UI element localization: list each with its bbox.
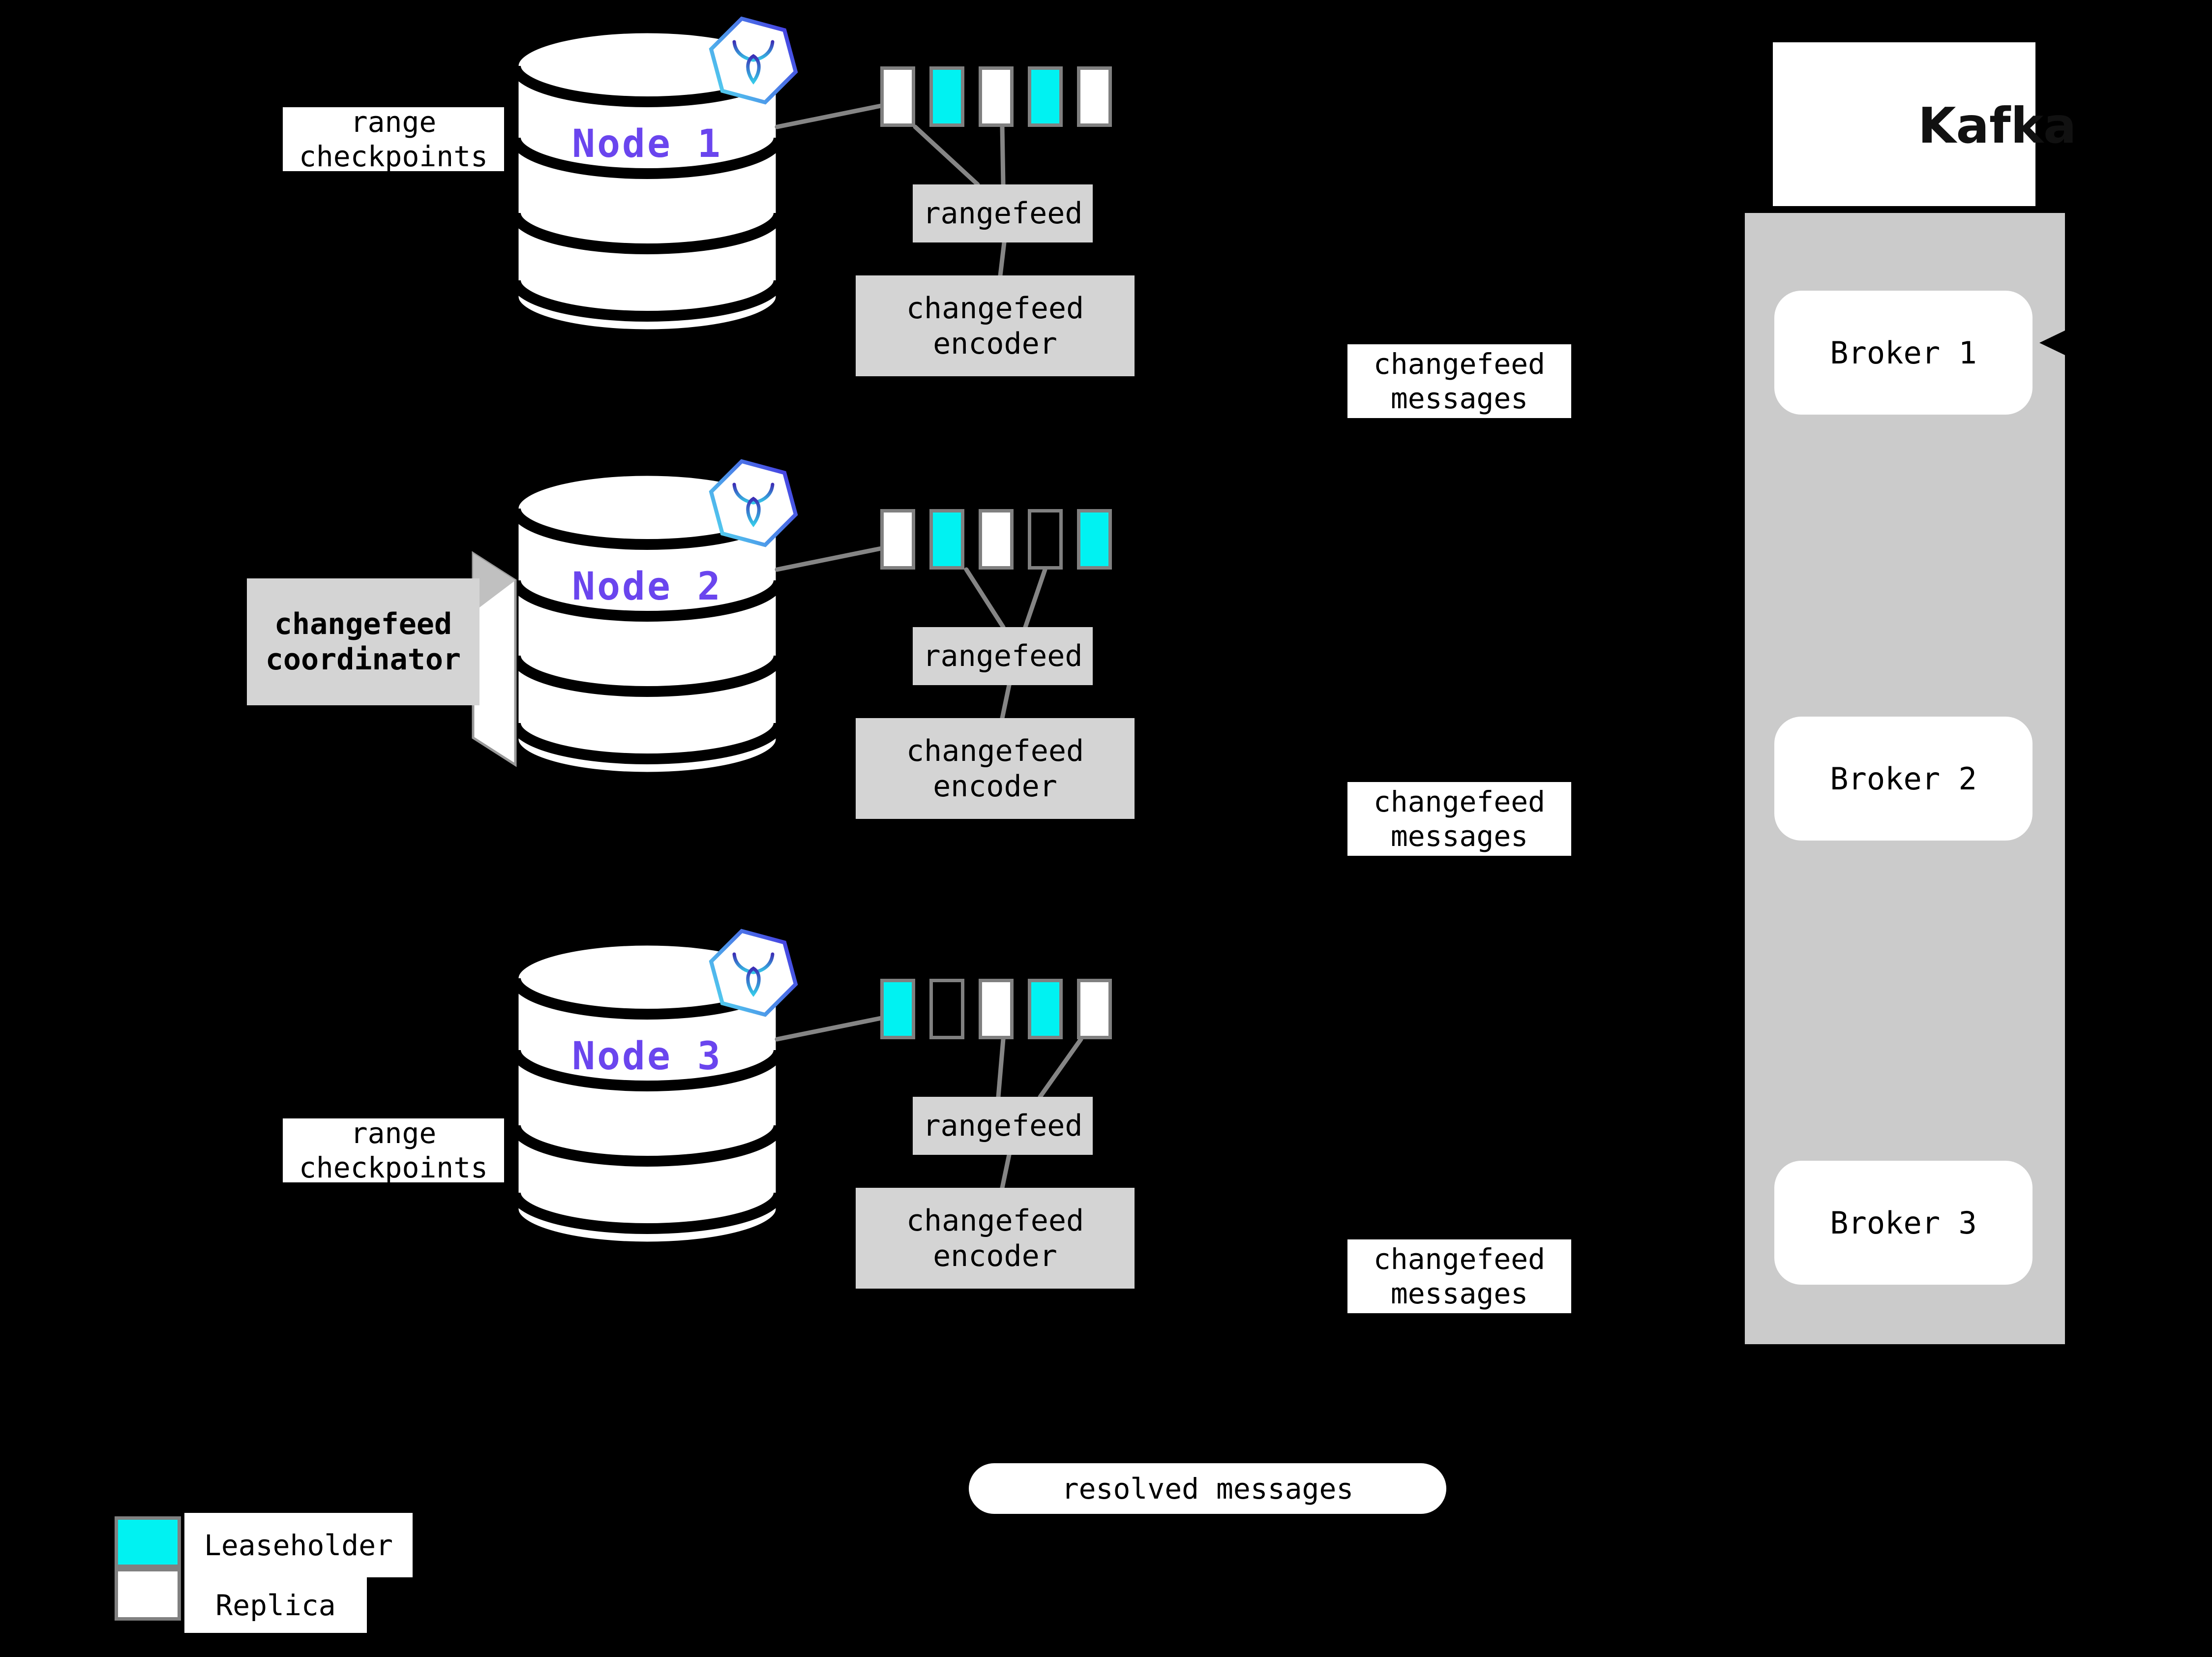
broker-1-label: Broker 1 [1830, 334, 1977, 371]
broker-3: Broker 3 [1774, 1161, 2033, 1285]
range-square [1077, 509, 1112, 570]
coordinator-line1: changefeed [274, 607, 452, 641]
range-square [880, 66, 915, 127]
node3-rangefeed-box: rangefeed [913, 1097, 1093, 1155]
range-square [979, 509, 1014, 570]
node1-range-checkpoints-label: range checkpoints [283, 105, 504, 173]
broker-2-label: Broker 2 [1830, 760, 1977, 797]
node2-ranges [880, 509, 1112, 570]
coordinator-flag [472, 551, 517, 767]
range-square [1077, 66, 1112, 127]
node1-ranges [880, 66, 1112, 127]
range-square [979, 66, 1014, 127]
checkpoints-line2: checkpoints [299, 1151, 488, 1184]
messages-line2: messages [1390, 382, 1528, 415]
legend-replica-swatch [115, 1568, 181, 1621]
legend-leaseholder-swatch [115, 1516, 181, 1568]
checkpoints-line1: range [350, 105, 437, 139]
range-square [1028, 66, 1063, 127]
changefeed-messages-label-3: changefeed messages [1347, 1239, 1571, 1313]
node1-label: Node 1 [572, 122, 722, 166]
messages-line2: messages [1390, 819, 1528, 853]
encoder-label-line1: changefeed [906, 291, 1084, 326]
node3-ranges [880, 979, 1112, 1039]
range-square [880, 509, 915, 570]
kafka-wordmark: Kafka [1918, 97, 2077, 154]
range-square [880, 979, 915, 1039]
broker-2: Broker 2 [1774, 717, 2033, 841]
node3-encoder-box: changefeed encoder [856, 1188, 1135, 1289]
coordinator-line2: coordinator [265, 642, 461, 677]
messages-line1: changefeed [1373, 785, 1546, 818]
checkpoints-line2: checkpoints [299, 140, 488, 173]
node2-rangefeed-box: rangefeed [913, 627, 1093, 685]
changefeed-messages-label-2: changefeed messages [1347, 782, 1571, 856]
resolved-messages-label: resolved messages [1061, 1472, 1354, 1506]
node2-encoder-box: changefeed encoder [856, 718, 1135, 819]
broker-3-label: Broker 3 [1830, 1205, 1977, 1241]
encoder-label-line2: encoder [933, 326, 1057, 361]
encoder-label-line1: changefeed [906, 1203, 1084, 1238]
node1-rangefeed-box: rangefeed [913, 184, 1093, 242]
encoder-label-line2: encoder [933, 1238, 1057, 1273]
legend-replica-label-box: Replica [184, 1577, 367, 1633]
messages-line1: changefeed [1373, 347, 1546, 381]
legend-leaseholder-label: Leaseholder [204, 1528, 393, 1562]
node3-range-checkpoints-label: range checkpoints [283, 1116, 504, 1184]
legend-replica-label: Replica [215, 1588, 336, 1622]
messages-line2: messages [1390, 1277, 1528, 1310]
node1-encoder-box: changefeed encoder [856, 275, 1135, 376]
changefeed-messages-label-1: changefeed messages [1347, 344, 1571, 418]
changefeed-coordinator-box: changefeed coordinator [247, 578, 479, 705]
resolved-messages-pill: resolved messages [969, 1463, 1446, 1514]
node3-label: Node 3 [572, 1034, 722, 1079]
messages-line1: changefeed [1373, 1242, 1546, 1276]
range-square [1077, 979, 1112, 1039]
encoder-label-line2: encoder [933, 769, 1057, 804]
range-square [1028, 509, 1063, 570]
range-square [929, 979, 964, 1039]
rangefeed-label: rangefeed [923, 196, 1083, 231]
connector-lines [775, 103, 1083, 1190]
rangefeed-label: rangefeed [923, 1109, 1083, 1143]
range-square [929, 509, 964, 570]
rangefeed-label: rangefeed [923, 639, 1083, 673]
encoder-label-line1: changefeed [906, 733, 1084, 768]
kafka-logo-box [1773, 42, 2035, 206]
checkpoints-line1: range [350, 1116, 437, 1150]
legend-leaseholder-label-box: Leaseholder [184, 1513, 413, 1577]
broker-1: Broker 1 [1774, 291, 2033, 415]
range-square [1028, 979, 1063, 1039]
range-square [979, 979, 1014, 1039]
range-square [929, 66, 964, 127]
node2-label: Node 2 [572, 565, 722, 609]
